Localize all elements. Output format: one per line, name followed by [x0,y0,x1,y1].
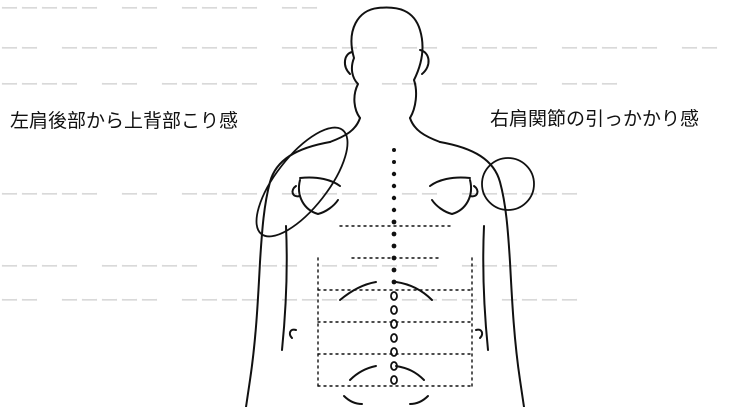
right-armpit-line [483,226,488,350]
right-hip-mark [410,396,428,404]
right-scapula [430,177,471,214]
right-shoulder-label: 右肩関節の引っかかり感 [488,104,701,131]
left-ear [345,52,352,74]
right-shoulder-region-marker [482,158,534,210]
left-shoulder-label: 左肩後部から上背部こり感 [8,106,240,133]
neck-left [330,118,360,142]
left-hip-mark [344,396,362,404]
neck-right [410,118,440,142]
spine-dots [392,148,397,284]
right-lumbar-mark [396,282,432,300]
left-armpit-line [282,226,287,350]
left-lumbar-mark-2 [350,366,376,380]
left-waist-curl [290,330,296,338]
right-lumbar-mark-2 [396,366,424,380]
lumbar-vertebrae [391,292,397,384]
head-outline [351,8,422,118]
right-waist-curl [476,330,482,338]
left-lumbar-mark [340,282,376,300]
